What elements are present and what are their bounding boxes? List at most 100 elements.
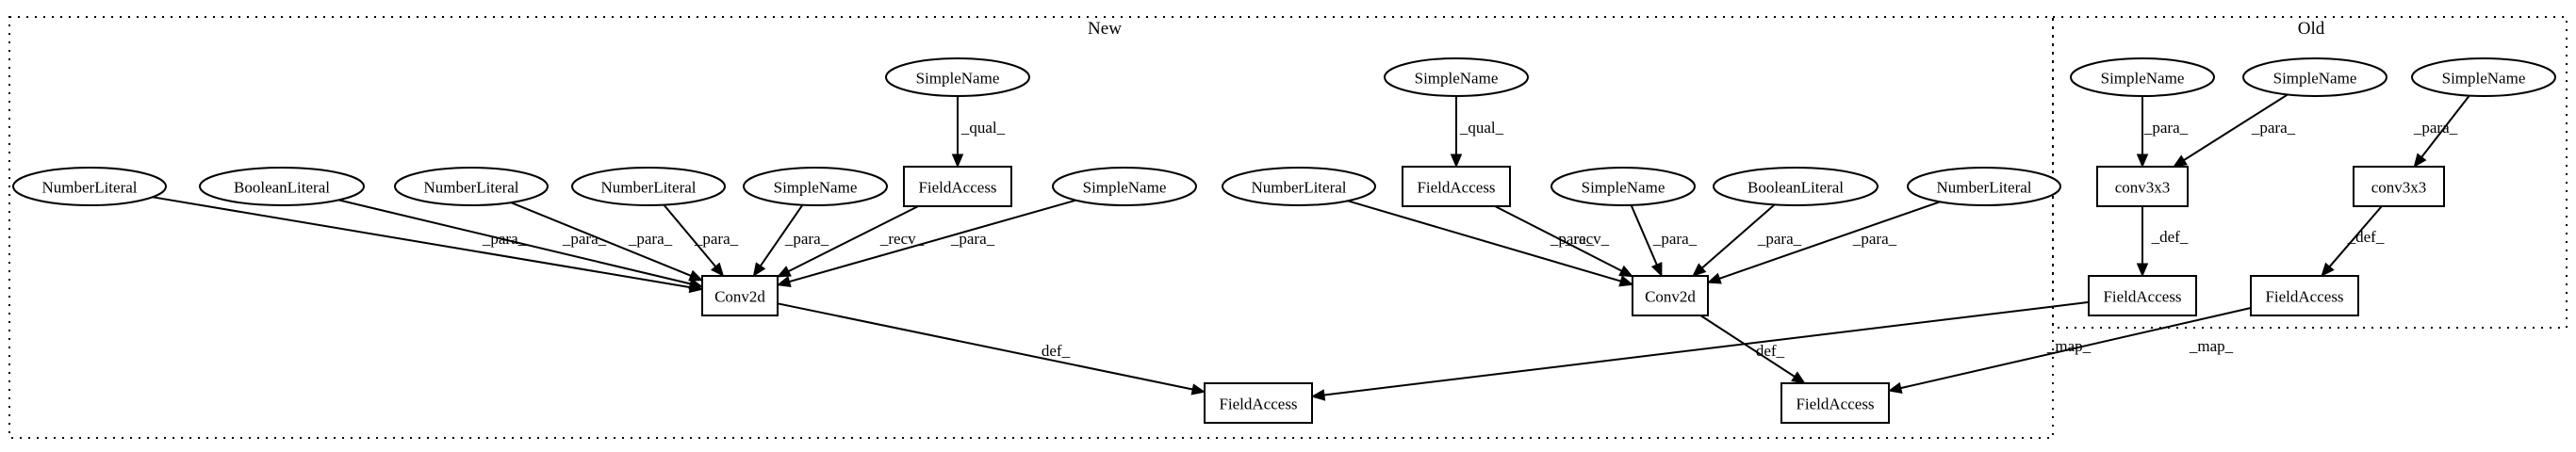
node-conv2d-n_conv1: Conv2d	[701, 275, 779, 316]
edge-line	[2328, 205, 2383, 267]
edge-n_nl5-to-n_conv2: _para_	[1706, 201, 1941, 284]
edge-n_sn3-to-n_conv2: _para_	[1630, 204, 1698, 278]
node-ellipse	[1551, 167, 1696, 206]
arrowhead-icon	[1310, 389, 1326, 401]
node-label: BooleanLiteral	[1747, 179, 1844, 197]
arrowhead-icon	[1618, 265, 1634, 278]
edge-n_sn1-to-n_conv1: _para_	[752, 204, 829, 278]
edge-o_fa2-to-n_fa_out2: _map_	[1887, 307, 2252, 395]
edge-o_sn3-to-o_c2: _para_	[2413, 94, 2470, 169]
arrowhead-icon	[1887, 381, 1903, 395]
arrowhead-icon	[688, 269, 704, 282]
edge-label-def: def_	[1042, 342, 1071, 360]
edge-o_sn1-to-o_c1: _para_	[2136, 96, 2189, 169]
arrowhead-icon	[1618, 275, 1634, 287]
node-ellipse	[1052, 167, 1197, 206]
node-ellipse	[2411, 57, 2556, 97]
node-label: SimpleName	[774, 179, 858, 197]
edge-label-para: _para_	[784, 230, 829, 248]
edge-label-recv: _recv_	[879, 230, 925, 248]
edge-o_fa1-to-n_fa_out1: _map_	[1310, 300, 2092, 401]
edge-n_nl1-to-n_conv1: _para_	[152, 196, 704, 294]
node-label: conv3x3	[2115, 179, 2171, 197]
edge-label-para: _para_	[628, 230, 673, 248]
node-label: SimpleName	[2442, 70, 2526, 88]
node-simplename-n_sn1: SimpleName	[743, 167, 888, 206]
node-booleanliteral-n_bl2: BooleanLiteral	[1713, 167, 1879, 206]
edge-label-para: _para_	[1652, 230, 1698, 248]
edge-label-qual: _qual_	[1459, 119, 1504, 137]
node-label: NumberLiteral	[1251, 179, 1346, 197]
node-fieldaccess-o_fa2: FieldAccess	[2250, 275, 2359, 316]
arrowhead-icon	[752, 262, 766, 278]
edge-line	[1900, 307, 2252, 390]
node-label: FieldAccess	[1796, 396, 1874, 413]
edge-line	[1494, 205, 1622, 272]
node-label: SimpleName	[1415, 70, 1499, 88]
arrowhead-icon	[2173, 154, 2188, 168]
cluster-new-frame	[8, 16, 2054, 439]
edge-label-para: _para_	[562, 230, 607, 248]
edge-line	[1699, 315, 1796, 378]
node-numberliteral-n_nl5: NumberLiteral	[1907, 167, 2061, 206]
node-box	[701, 275, 779, 316]
edge-line	[2183, 93, 2289, 161]
edge-label-para: _para_	[694, 230, 739, 248]
node-fieldaccess-n_fa_out2: FieldAccess	[1780, 382, 1890, 424]
node-label: Conv2d	[714, 288, 765, 306]
cluster-new-label: New	[1088, 19, 1122, 39]
node-numberliteral-n_nl2: NumberLiteral	[394, 167, 549, 206]
node-simplename-n_sn_q1: SimpleName	[885, 57, 1030, 97]
node-numberliteral-n_nl1: NumberLiteral	[12, 167, 167, 206]
edge-label-def: _def_	[2347, 228, 2385, 246]
node-label: FieldAccess	[918, 179, 996, 197]
node-fieldaccess-o_fa1: FieldAccess	[2088, 275, 2197, 316]
edge-label-qual: _qual_	[960, 119, 1006, 137]
edge-n_nl2-to-n_conv1: _para_	[510, 202, 704, 282]
node-box	[2250, 275, 2359, 316]
edge-o_c2-to-o_fa2: _def_	[2321, 205, 2385, 277]
arrowhead-icon	[1706, 272, 1722, 284]
node-ellipse	[1222, 167, 1376, 206]
node-label: SimpleName	[2101, 70, 2185, 88]
edge-label-para: _para_	[1550, 230, 1595, 248]
edge-line	[1630, 204, 1658, 266]
arrowhead-icon	[2136, 263, 2149, 278]
arrowhead-icon	[776, 275, 792, 287]
edge-line	[760, 204, 804, 266]
node-label: FieldAccess	[1219, 396, 1297, 413]
arrowhead-icon	[2136, 153, 2149, 169]
edge-line	[510, 202, 692, 277]
cluster-old-frame	[2052, 16, 2568, 329]
node-fieldaccess-n_fa_out1: FieldAccess	[1204, 382, 1313, 424]
node-label: NumberLiteral	[423, 179, 518, 197]
edge-n_nl4-to-n_conv2: _para_	[1347, 200, 1634, 287]
node-box	[1632, 275, 1709, 316]
node-label: conv3x3	[2371, 179, 2427, 197]
node-fieldaccess-n_fa2: FieldAccess	[1402, 166, 1511, 207]
arrowhead-icon	[1190, 383, 1206, 396]
node-numberliteral-n_nl4: NumberLiteral	[1222, 167, 1376, 206]
edge-line	[789, 199, 1076, 283]
edge-line	[2420, 94, 2470, 158]
edge-n_sn2-to-n_conv1: _para_	[776, 199, 1076, 287]
node-ellipse	[1384, 57, 1529, 97]
edge-label-def: def_	[1756, 342, 1785, 360]
node-label: FieldAccess	[2103, 288, 2181, 306]
node-label: NumberLiteral	[41, 179, 137, 197]
edge-n_sn_q1-to-n_fa1: _qual_	[951, 96, 1006, 169]
edge-label-para: _para_	[1852, 230, 1897, 248]
edge-n_bl2-to-n_conv2: _para_	[1692, 203, 1802, 277]
edge-label-para: _para_	[2143, 119, 2189, 137]
node-box	[1402, 166, 1511, 207]
node-box	[2096, 166, 2189, 207]
node-ellipse	[394, 167, 549, 206]
node-ellipse	[885, 57, 1030, 97]
edge-label-map: _map_	[2189, 337, 2234, 355]
node-ellipse	[1907, 167, 2061, 206]
edge-n_conv1-to-n_fa_out1: def_	[777, 302, 1206, 396]
node-box	[1780, 382, 1890, 424]
node-box	[1204, 382, 1313, 424]
edge-o_sn2-to-o_c1: _para_	[2173, 93, 2296, 168]
node-label: SimpleName	[916, 70, 1000, 88]
